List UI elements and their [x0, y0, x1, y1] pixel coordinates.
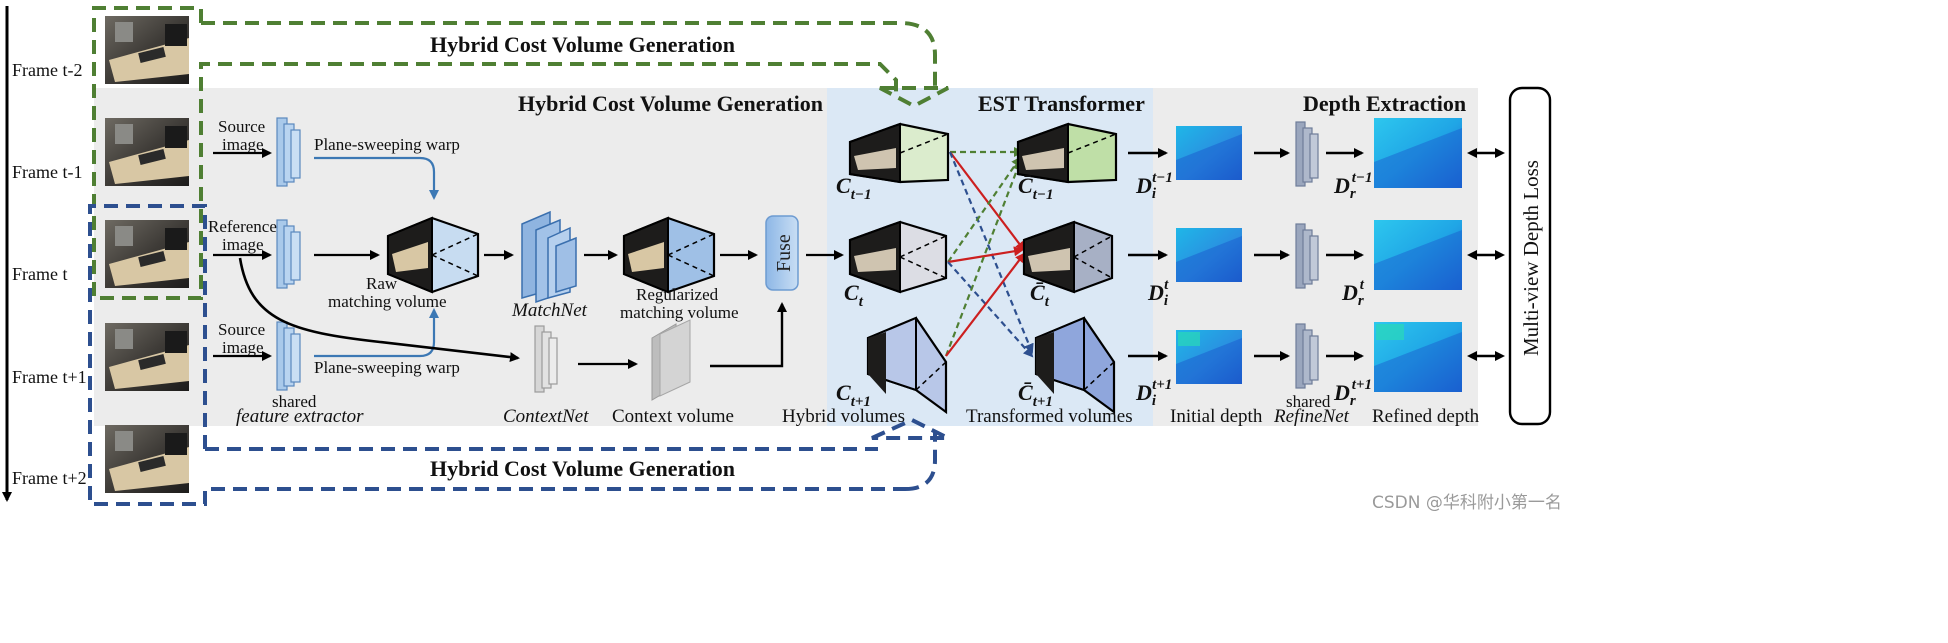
frame-label-t-2: Frame t-2	[12, 60, 82, 80]
est-transformer-label: EST Transformer	[978, 91, 1145, 116]
refinenet-t	[1295, 223, 1319, 289]
hybrid-volume-t	[848, 220, 948, 294]
frame-image-t-1	[105, 118, 189, 186]
hybrid-main-label: Hybrid Cost Volume Generation	[518, 91, 823, 116]
contextnet-label: ContextNet	[503, 406, 589, 427]
initial-depth-label: Initial depth	[1170, 406, 1263, 427]
fuse-label: Fuse	[773, 234, 795, 272]
est-connections	[944, 147, 1034, 358]
hybrid-volume-t+1	[866, 316, 948, 415]
arrow-context-to-fuse	[710, 302, 787, 368]
multi-view-depth-loss-label: Multi-view Depth Loss	[1519, 160, 1543, 356]
symbol-c-t: Ct	[844, 280, 864, 310]
warp-bottom-label: Plane-sweeping warp	[314, 358, 460, 377]
shared-label: shared	[272, 392, 317, 411]
symbol-di-t+1: Dit+1	[1135, 377, 1172, 409]
frame-label-t-1: Frame t-1	[12, 162, 82, 182]
raw-volume-label-2: matching volume	[328, 292, 447, 311]
frame-label-t+1: Frame t+1	[12, 367, 87, 387]
context-volume	[651, 319, 691, 401]
arrow-reference-to-contextnet	[238, 257, 520, 363]
fuse-block	[765, 215, 799, 291]
matchnet-label: MatchNet	[511, 300, 588, 321]
green-window	[92, 6, 949, 300]
transformed-volume-t-1	[1016, 122, 1118, 184]
hybrid-volume-t-1	[848, 122, 950, 184]
feature-extractor-bottom	[276, 321, 301, 391]
symbol-dr-t-1: Drt−1	[1333, 170, 1373, 202]
csdn-watermark: CSDN @华科附小第一名	[1372, 493, 1562, 513]
symbol-dr-t+1: Drt+1	[1333, 377, 1372, 409]
symbol-cbar-t+1: C̄t+1	[1018, 380, 1053, 410]
regularized-matching-volume	[622, 216, 716, 294]
refined-depth-label: Refined depth	[1372, 406, 1480, 427]
multi-view-depth-loss-box	[1508, 86, 1552, 426]
blue-window	[88, 204, 949, 506]
feature-extractor-label: feature extractor	[236, 406, 364, 427]
source-image-label-bottom-1: Source	[218, 320, 265, 339]
initial-depth-map-t+1	[1176, 330, 1242, 384]
reference-image-label-1: Reference	[208, 217, 277, 236]
refinenet-label: RefineNet	[1273, 406, 1350, 427]
frame-image-t+2	[105, 425, 189, 493]
frame-image-t+1	[105, 323, 189, 391]
regularized-label-1: Regularized	[636, 285, 719, 304]
source-image-label-top-2: image	[222, 135, 264, 154]
initial-depth-map-t	[1176, 228, 1242, 282]
hybrid-top-label: Hybrid Cost Volume Generation	[430, 32, 735, 57]
depth-extraction-label: Depth Extraction	[1303, 91, 1466, 116]
refinenet-shared-label: shared	[1286, 392, 1331, 411]
symbol-di-t-1: Dit−1	[1135, 170, 1173, 202]
raw-matching-volume	[386, 216, 480, 294]
regularized-label-2: matching volume	[620, 303, 739, 322]
warp-bottom-arrow	[314, 308, 439, 358]
symbol-c-t-1: Ct−1	[836, 173, 871, 203]
hybrid-bottom-label: Hybrid Cost Volume Generation	[430, 456, 735, 481]
source-image-label-top-1: Source	[218, 117, 265, 136]
reference-image-label-2: image	[222, 235, 264, 254]
frame-label-t+2: Frame t+2	[12, 468, 87, 488]
refinenet-t+1	[1295, 323, 1319, 389]
refined-depth-map-t+1	[1374, 322, 1462, 392]
symbol-cbar-t: C̄t	[1030, 280, 1050, 310]
matchnet-block	[521, 210, 577, 304]
frame-label-t: Frame t	[12, 264, 68, 284]
feature-extractor-top	[276, 117, 301, 187]
frame-image-t	[105, 220, 189, 288]
frame-image-t-2	[105, 16, 189, 84]
initial-depth-map-t-1	[1176, 126, 1242, 180]
refined-depth-map-t	[1374, 220, 1462, 290]
transformed-volume-t	[1022, 220, 1114, 294]
symbol-c-t+1: Ct+1	[836, 380, 871, 410]
transformed-volumes-label: Transformed volumes	[966, 406, 1133, 427]
context-volume-label: Context volume	[612, 406, 734, 427]
source-image-label-bottom-2: image	[222, 338, 264, 357]
transformed-volume-t+1	[1034, 316, 1116, 415]
contextnet-block	[534, 325, 558, 393]
symbol-cbar-t-1: C̄t−1	[1018, 173, 1053, 203]
feature-extractor-middle	[276, 219, 301, 289]
raw-volume-label-1: Raw	[366, 274, 398, 293]
symbol-dr-t: Drt	[1341, 277, 1365, 309]
warp-top-label: Plane-sweeping warp	[314, 135, 460, 154]
refinenet-t-1	[1295, 121, 1319, 187]
hybrid-volumes-label: Hybrid volumes	[782, 406, 905, 427]
warp-top-arrow	[314, 156, 439, 200]
symbol-di-t: Dit	[1147, 277, 1169, 309]
refined-depth-map-t-1	[1374, 118, 1462, 188]
